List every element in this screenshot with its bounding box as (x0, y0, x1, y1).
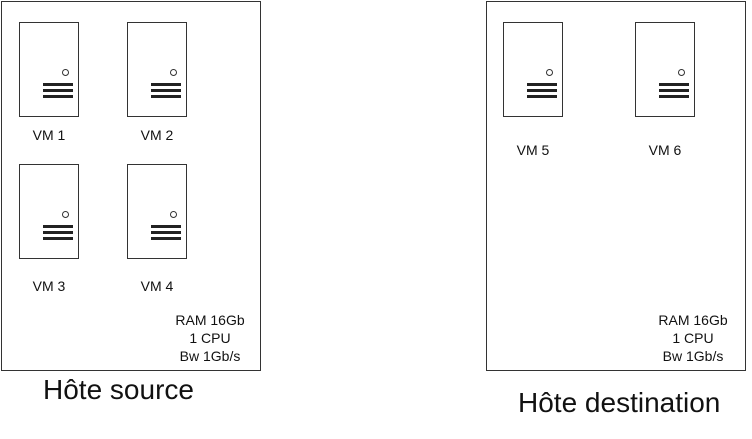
vm-label: VM 3 (32, 278, 66, 294)
server-tower-icon (503, 22, 563, 117)
vm-label: VM 6 (648, 142, 682, 158)
power-indicator-icon (678, 69, 685, 76)
vm-3: VM 3 (19, 164, 99, 304)
vm-label: VM 4 (140, 278, 174, 294)
destination-host-box: VM 5 VM 6 RAM 16Gb 1 CPU Bw 1Gb/s (486, 1, 746, 371)
vm-label: VM 5 (516, 142, 550, 158)
server-tower-icon (19, 22, 79, 117)
vm-1: VM 1 (19, 22, 99, 162)
power-indicator-icon (170, 211, 177, 218)
ram-spec: RAM 16Gb (658, 312, 728, 328)
power-indicator-icon (62, 69, 69, 76)
vm-2: VM 2 (127, 22, 207, 162)
vm-6: VM 6 (635, 22, 715, 162)
server-tower-icon (127, 22, 187, 117)
bandwidth-spec: Bw 1Gb/s (662, 348, 724, 364)
host-specs: RAM 16Gb 1 CPU Bw 1Gb/s (653, 311, 733, 365)
power-indicator-icon (62, 211, 69, 218)
vm-5: VM 5 (503, 22, 583, 162)
cpu-spec: 1 CPU (189, 330, 231, 346)
vm-label: VM 1 (32, 127, 66, 143)
cpu-spec: 1 CPU (672, 330, 714, 346)
destination-host-caption: Hôte destination (518, 387, 721, 418)
server-tower-icon (635, 22, 695, 117)
power-indicator-icon (546, 69, 553, 76)
source-host-caption: Hôte source (43, 374, 194, 405)
server-tower-icon (19, 164, 79, 259)
host-specs: RAM 16Gb 1 CPU Bw 1Gb/s (170, 311, 250, 365)
source-host-box: VM 1 VM 2 VM 3 VM 4 RAM 16Gb 1 CPU (1, 1, 261, 371)
vm-label: VM 2 (140, 127, 174, 143)
power-indicator-icon (170, 69, 177, 76)
bandwidth-spec: Bw 1Gb/s (179, 348, 241, 364)
vm-4: VM 4 (127, 164, 207, 304)
ram-spec: RAM 16Gb (175, 312, 245, 328)
server-tower-icon (127, 164, 187, 259)
